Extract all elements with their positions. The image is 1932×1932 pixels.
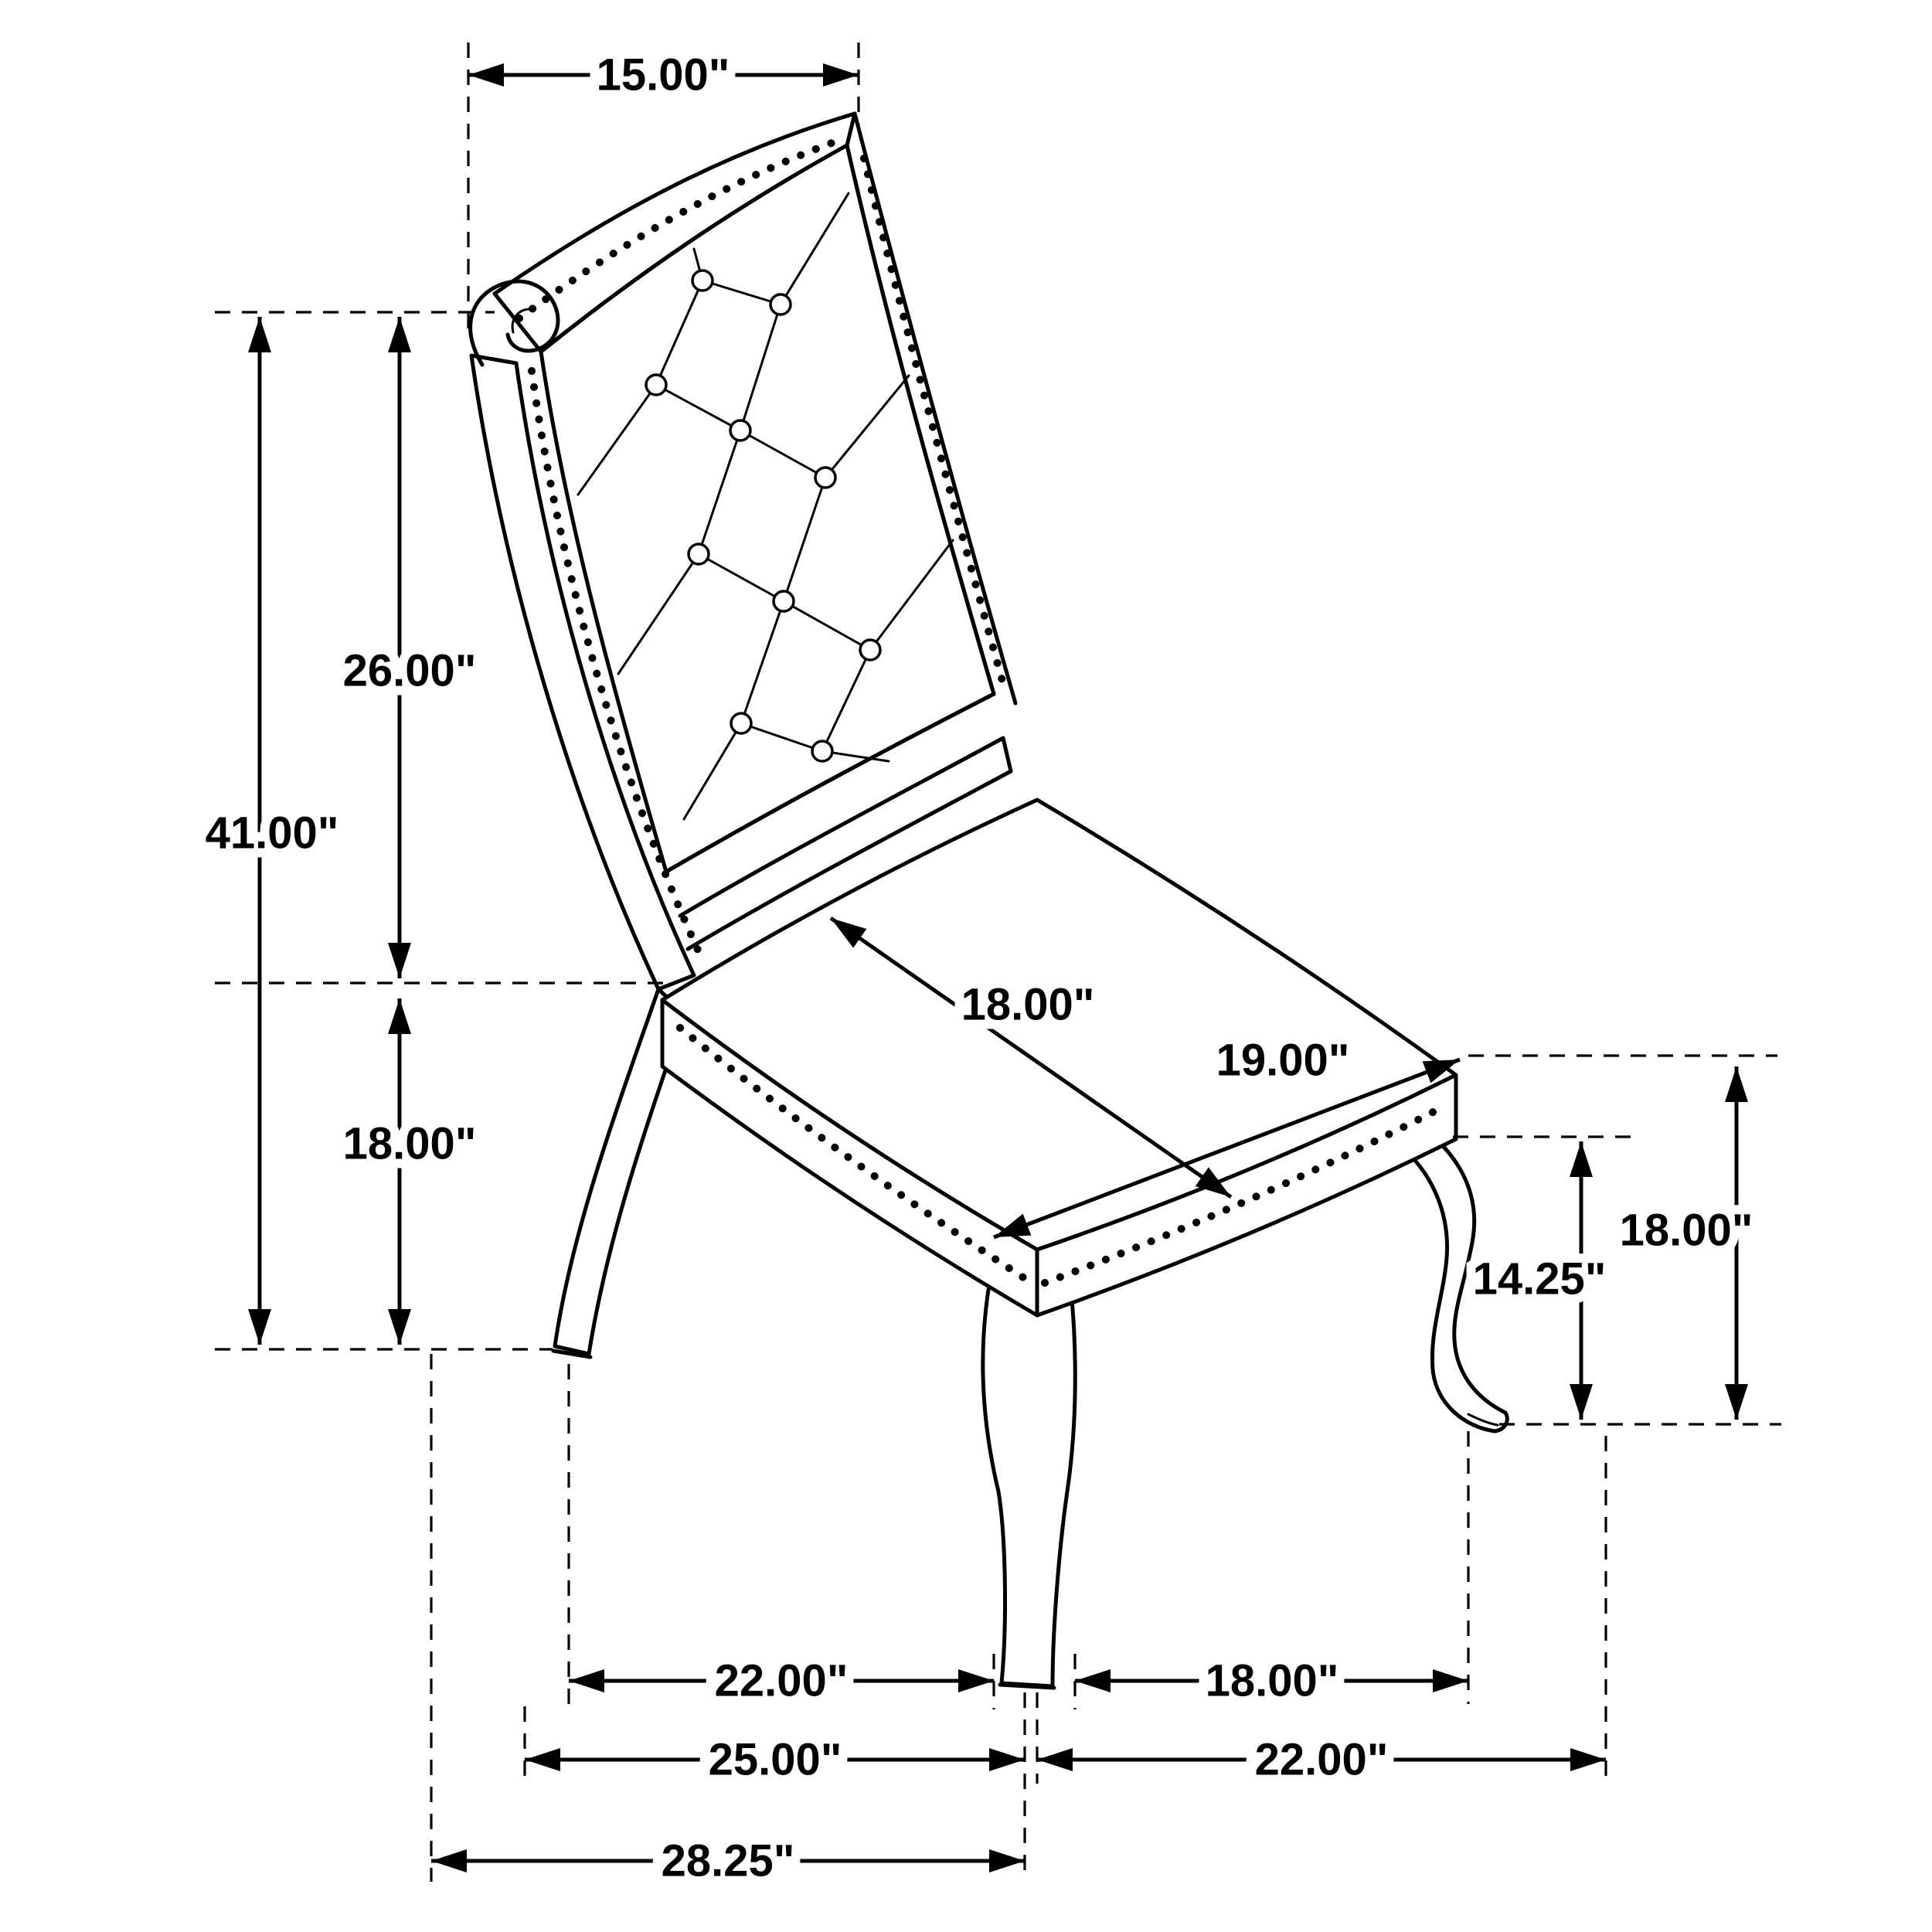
dim-label-base-width: 22.00" bbox=[1255, 1735, 1389, 1785]
dimension-base-width: 22.00" bbox=[1037, 1726, 1606, 1794]
dim-label-front-leg-height: 14.25" bbox=[1473, 1254, 1607, 1304]
dimension-seat-depth: 18.00" bbox=[829, 916, 1233, 1199]
chair-leg-front-right bbox=[1386, 1111, 1509, 1434]
dim-label-seat-depth: 18.00" bbox=[961, 980, 1095, 1030]
dimension-seat-height-side: 18.00" bbox=[334, 998, 485, 1345]
dimension-front-legs-spacing: 18.00" bbox=[1075, 1647, 1468, 1716]
dim-label-overall-depth: 28.25" bbox=[662, 1836, 795, 1886]
dim-label-seat-width: 19.00" bbox=[1216, 1036, 1350, 1086]
chair-foot-back-left bbox=[551, 1349, 593, 1359]
chair-leg-back-left bbox=[553, 987, 687, 1356]
dim-label-back-leg-to-front-leg: 22.00" bbox=[715, 1656, 849, 1706]
dim-label-overall-height: 41.00" bbox=[206, 808, 339, 859]
tufting-buttons bbox=[645, 269, 882, 763]
dimension-seat-width: 19.00" bbox=[993, 1026, 1461, 1240]
dim-label-seat-height-side: 18.00" bbox=[343, 1119, 477, 1169]
dimension-front-leg-height: 14.25" bbox=[1464, 1141, 1615, 1420]
tufting-lattice bbox=[577, 192, 954, 821]
chair-foot-front-right bbox=[1467, 1413, 1499, 1427]
dimension-overall-height: 41.00" bbox=[196, 317, 348, 1345]
dimension-overall-depth: 28.25" bbox=[431, 1827, 1025, 1896]
dim-label-base-depth: 25.00" bbox=[709, 1735, 842, 1785]
chair-foot-front-left bbox=[998, 1682, 1056, 1690]
chair-back-frame bbox=[492, 111, 1018, 874]
dim-label-back-top-width: 15.00" bbox=[597, 50, 730, 100]
dimension-back-top-width: 15.00" bbox=[468, 41, 859, 110]
dimension-base-depth: 25.00" bbox=[525, 1726, 1025, 1794]
chair-back-rails bbox=[678, 736, 1013, 951]
dimension-back-leg-to-front-leg: 22.00" bbox=[569, 1647, 994, 1716]
dimension-back-height: 26.00" bbox=[334, 317, 485, 978]
dim-label-back-height: 26.00" bbox=[343, 646, 477, 696]
dim-label-front-legs-spacing: 18.00" bbox=[1206, 1656, 1339, 1706]
dim-label-seat-height-front: 18.00" bbox=[1620, 1206, 1753, 1256]
extension-lines bbox=[215, 43, 1781, 1882]
dimension-seat-height-front: 18.00" bbox=[1611, 1066, 1762, 1420]
